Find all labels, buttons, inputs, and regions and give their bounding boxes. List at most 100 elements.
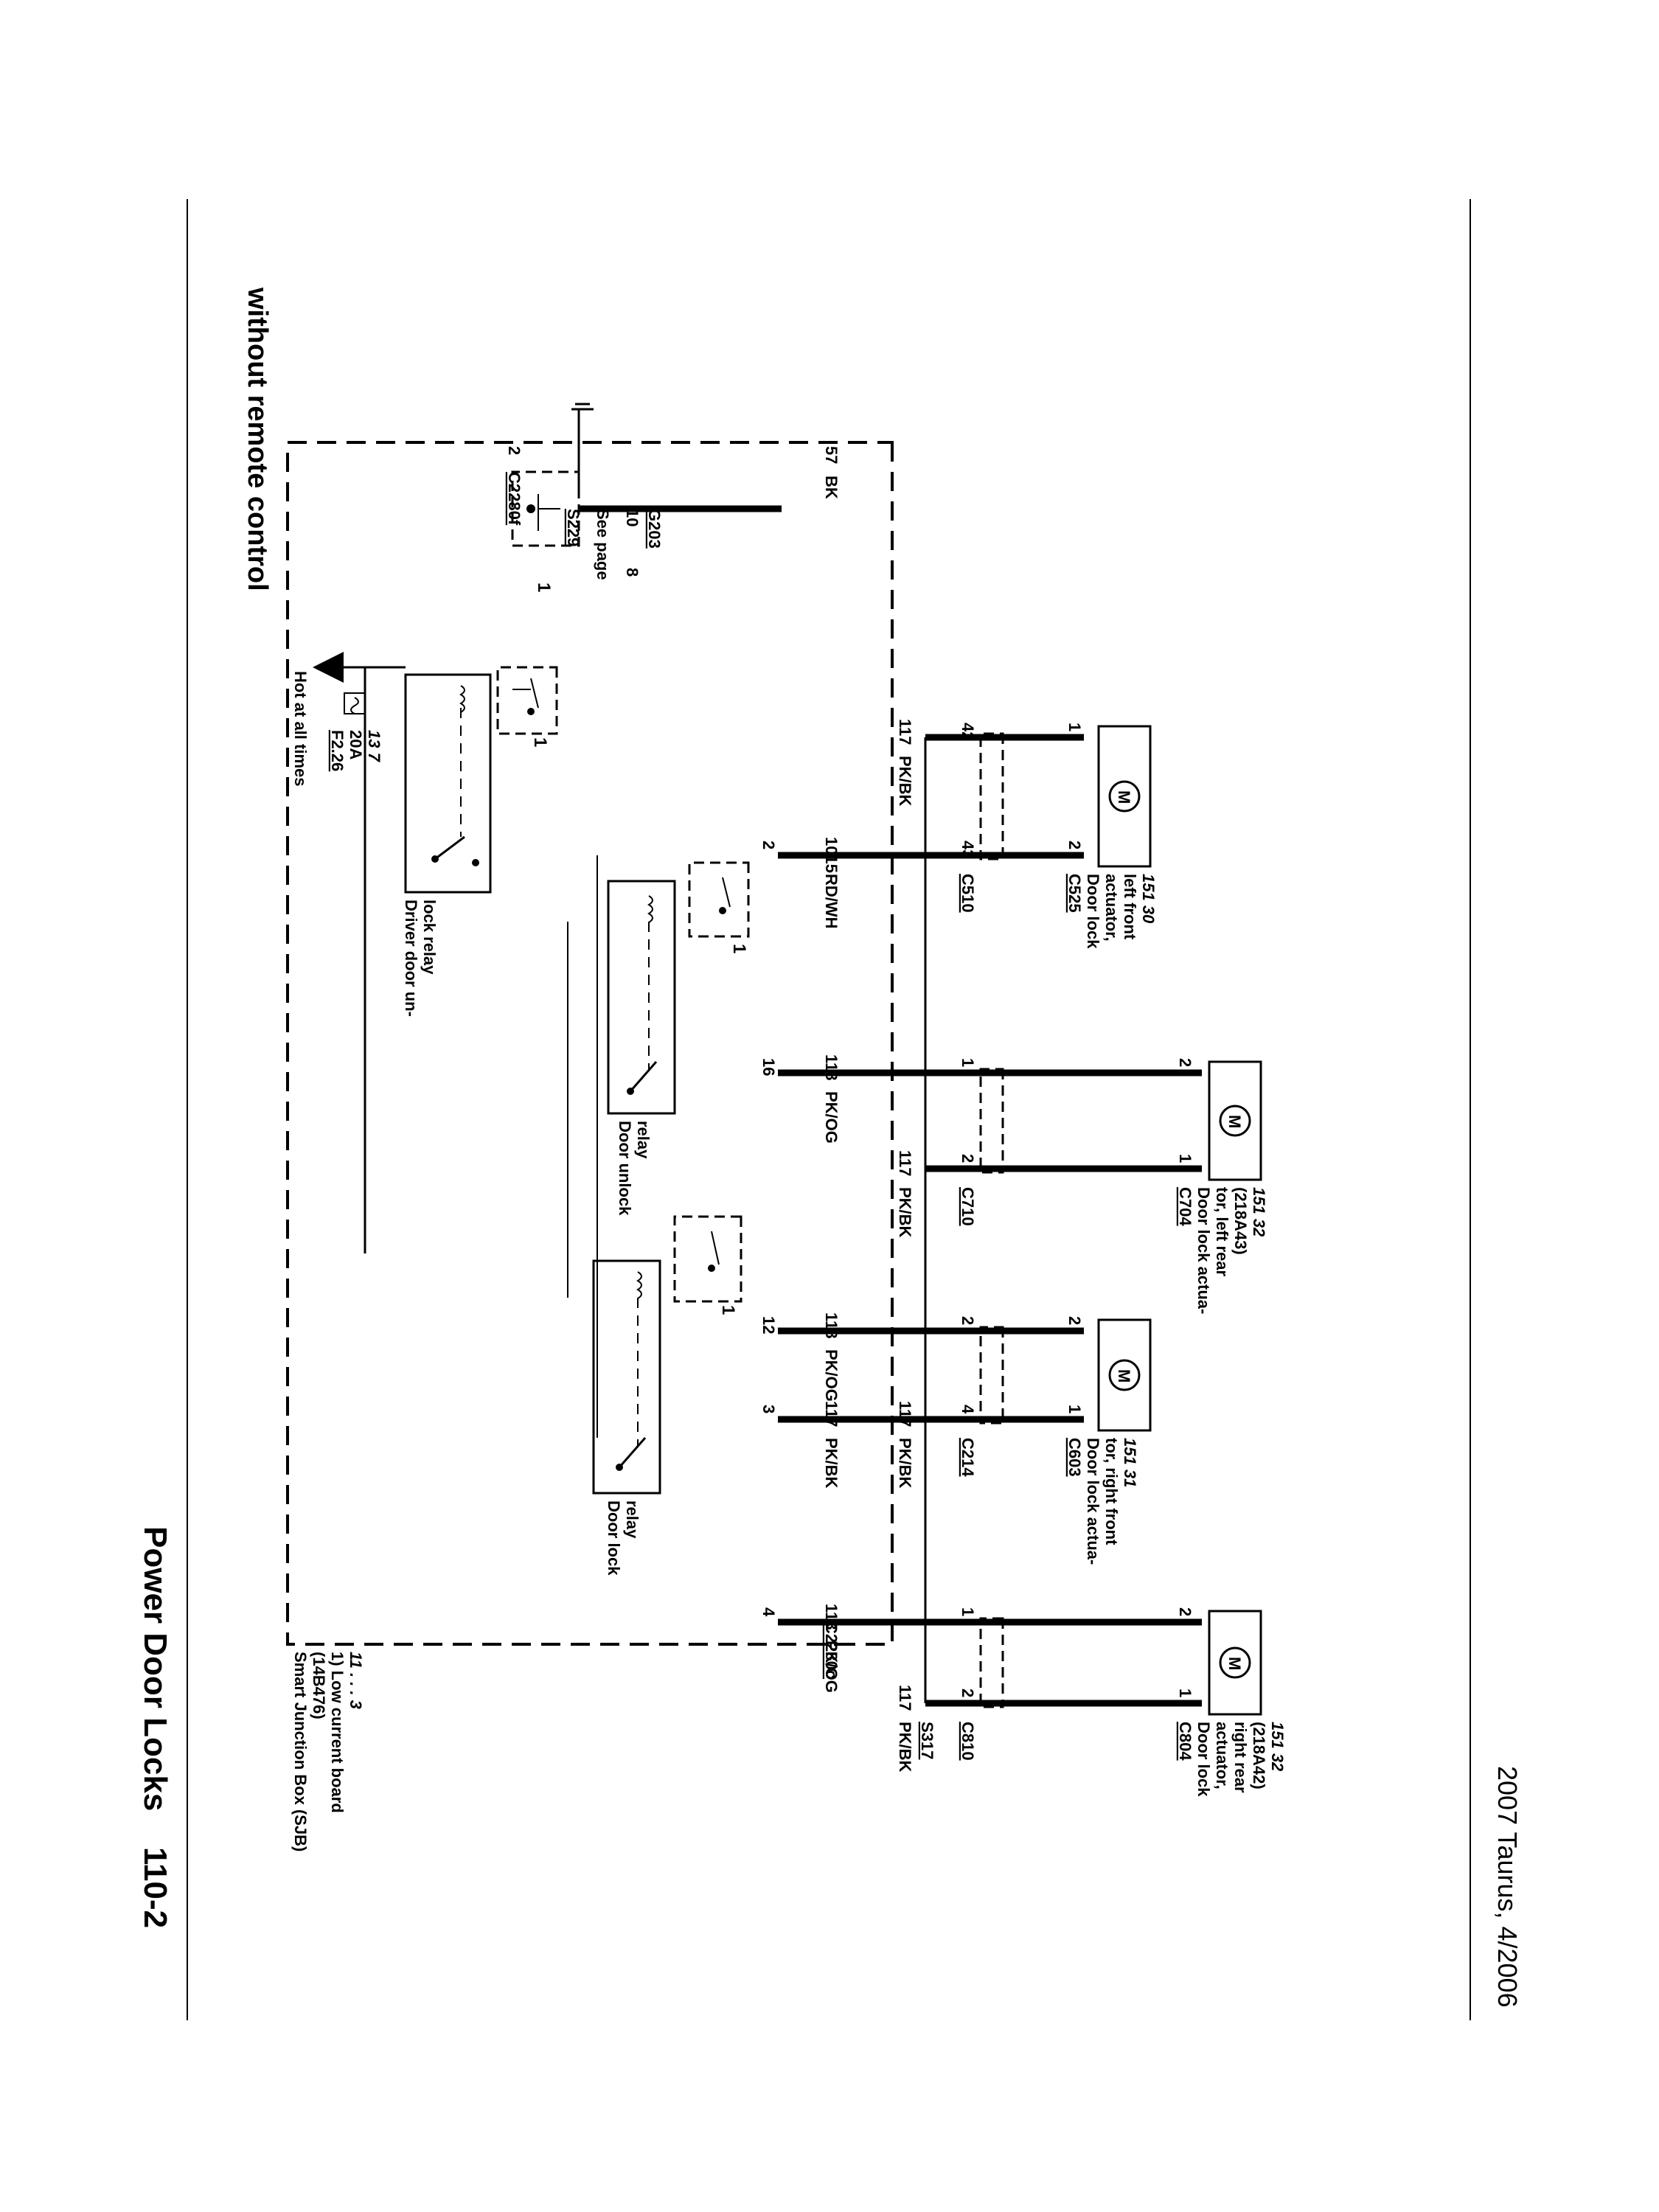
wire-label-117-a: 117 — [822, 1401, 841, 1427]
lr-connector: C704 — [1176, 1187, 1194, 1226]
lf-label-2: actuator, — [1102, 874, 1121, 942]
rf-inline-pin-b: 4 — [959, 1405, 977, 1414]
relay-driver-note: 1 — [530, 737, 550, 747]
relay-lock-coil — [636, 1271, 642, 1299]
sjb-line-4: 11 . . . 3 — [347, 1652, 365, 1709]
relay-lock-ground-box — [673, 1215, 742, 1303]
ground-point: G203 — [645, 509, 664, 549]
lr-page-ref: 151 32 — [1250, 1187, 1268, 1237]
motor-left-front — [1108, 780, 1141, 813]
rr-label-4: (218A42) — [1250, 1722, 1268, 1790]
rr-label-2: actuator, — [1213, 1722, 1231, 1790]
motor-left-rear-label: M — [1225, 1115, 1244, 1128]
relay-unlock-ground-box — [688, 861, 750, 938]
wire-label-pkbk-rf: PK/BK — [896, 1438, 914, 1489]
relay-driver-contact-no — [472, 859, 479, 866]
wire-label-118-a: 118 — [822, 1054, 841, 1081]
rf-inline-connector: C214 — [959, 1438, 977, 1477]
wire-label-pkog-a: PK/OG — [822, 1091, 841, 1144]
wire-label-117-lr: 117 — [896, 1150, 914, 1177]
lr-label-2: tor, left rear — [1213, 1187, 1231, 1276]
fuse-f2-26 — [344, 692, 366, 714]
sjb-pin-12: 12 — [759, 1316, 778, 1334]
motor-right-front-label: M — [1115, 1369, 1133, 1382]
lf-inline-pin-a: 42 — [959, 723, 977, 740]
lr-inline-connector: C710 — [959, 1187, 977, 1226]
relay-door-unlock — [607, 880, 676, 1115]
lf-page-ref: 151 30 — [1139, 874, 1158, 924]
lr-inline-pin-a: 1 — [959, 1058, 977, 1067]
connector-c510 — [979, 732, 1004, 860]
fuse-hot-label: Hot at all times — [291, 671, 310, 786]
relay-driver-contact-nc — [431, 855, 439, 863]
wire-label-118-c: 118 — [822, 1604, 841, 1630]
motor-right-rear-label: M — [1225, 1657, 1244, 1670]
sjb-box — [286, 441, 894, 1646]
rr-inline-pin-b: 2 — [959, 1688, 977, 1697]
ground-pin: 2 — [505, 446, 524, 455]
rf-pin-a: 2 — [1065, 1316, 1084, 1325]
rf-page-ref: 151 31 — [1121, 1438, 1139, 1487]
relay-driver-unlock — [404, 673, 492, 894]
rr-splice: S317 — [918, 1722, 936, 1759]
ground-note: 1 — [534, 582, 554, 592]
rr-pin-b: 1 — [1176, 1688, 1194, 1697]
rr-label-3: right rear — [1231, 1722, 1250, 1793]
sjb-pin-4: 4 — [759, 1607, 778, 1617]
wire-label-pkbk-rr: PK/BK — [896, 1722, 914, 1773]
relay-lock-label-2: relay — [623, 1500, 641, 1539]
motor-left-rear — [1219, 1105, 1251, 1137]
lf-label-1: Door lock — [1084, 874, 1102, 949]
relay-driver-ground-box — [496, 666, 558, 735]
sjb-pin-3: 3 — [759, 1405, 778, 1413]
relay-unlock-ground-switch — [722, 877, 731, 908]
rr-connector: C804 — [1176, 1722, 1194, 1761]
wire-label-118-b: 118 — [822, 1312, 841, 1339]
ground-connector: C2280f — [505, 472, 524, 526]
rr-label-1: Door lock — [1194, 1722, 1213, 1797]
wire-label-pkbk-lf: PK/BK — [896, 756, 914, 807]
motor-left-front-label: M — [1115, 790, 1133, 804]
wire-label-pkog-c: PK/OG — [822, 1641, 841, 1693]
wire-label-117-rf: 117 — [896, 1401, 914, 1427]
lr-label-3: (218A43) — [1231, 1187, 1250, 1255]
connector-c710 — [979, 1068, 1004, 1174]
sjb-line-1: Smart Junction Box (SJB) — [291, 1652, 310, 1851]
sjb-pin-16: 16 — [759, 1058, 778, 1076]
ground-splice: S229 — [564, 509, 582, 546]
rr-inline-connector: C810 — [959, 1722, 977, 1761]
sjb-line-3: 1) Low current board — [328, 1652, 347, 1813]
ground-circuit: 57 — [822, 446, 841, 464]
relay-driver-label-2: lock relay — [420, 900, 439, 975]
relay-unlock-contact — [627, 1088, 634, 1095]
sjb-pin-2: 2 — [759, 841, 778, 849]
connector-c214 — [979, 1326, 1004, 1425]
rf-connector: C603 — [1065, 1438, 1084, 1477]
wire-label-117-rr: 117 — [896, 1685, 914, 1711]
relay-driver-ground-contact — [527, 708, 535, 715]
connector-c810 — [979, 1617, 1004, 1708]
relay-lock-contact — [616, 1464, 623, 1471]
relay-door-lock — [592, 1259, 661, 1495]
wire-label-pkog-b: PK/OG — [822, 1349, 841, 1402]
lf-connector: C525 — [1065, 874, 1084, 913]
relay-lock-ground-switch — [711, 1231, 720, 1265]
ground-color: BK — [822, 476, 841, 499]
relay-driver-label-1: Driver door un- — [402, 900, 420, 1017]
relay-unlock-note: 1 — [729, 944, 749, 953]
relay-lock-switch — [618, 1437, 647, 1468]
lf-inline-connector: C510 — [959, 874, 977, 913]
wire-label-pkbk-a: PK/BK — [822, 1438, 841, 1489]
lr-label-1: Door lock actua- — [1194, 1187, 1213, 1314]
motor-right-front — [1108, 1359, 1141, 1391]
rf-label-2: tor, right front — [1102, 1438, 1121, 1545]
lf-pin-a: 1 — [1065, 723, 1084, 731]
lr-pin-a: 2 — [1176, 1058, 1194, 1067]
lf-inline-pin-b: 43 — [959, 841, 977, 858]
ground-page-a: 10 — [623, 509, 641, 526]
relay-unlock-coil — [647, 895, 653, 923]
rr-page-ref: 151 32 — [1268, 1722, 1287, 1772]
rf-inline-pin-a: 2 — [959, 1316, 977, 1325]
